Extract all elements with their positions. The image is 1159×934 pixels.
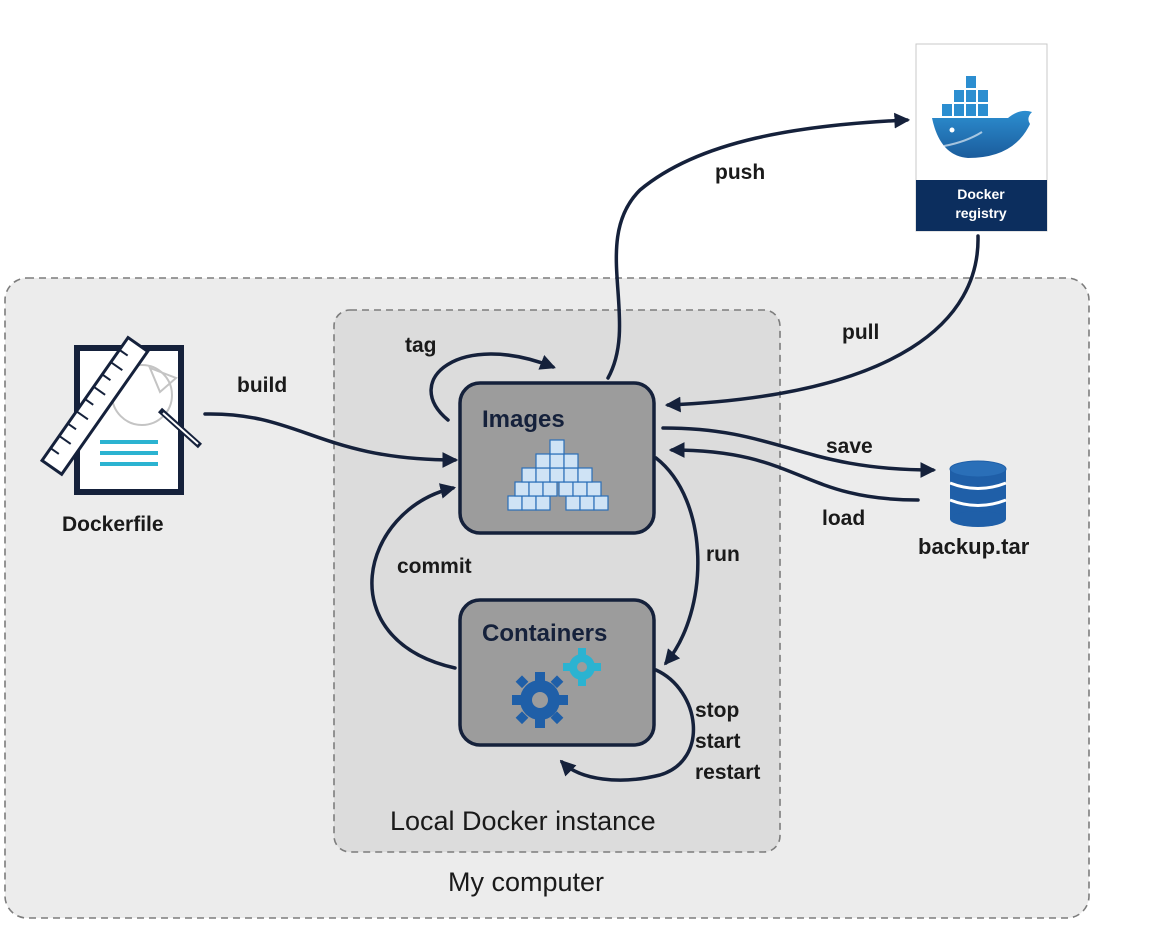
build-label: build [237,374,288,397]
backup-label: backup.tar [918,534,1030,559]
commit-label: commit [397,555,472,578]
local-docker-label: Local Docker instance [390,806,656,836]
start-label: start [695,730,741,753]
local-docker-zone [333,309,781,853]
dockerfile-label: Dockerfile [62,513,164,536]
run-arrow [654,456,700,666]
stop-label: stop [695,699,740,722]
push-label: push [715,161,766,184]
registry-label-line1: Docker [957,186,1005,202]
containers-box[interactable] [458,598,656,747]
save-label: save [826,435,873,458]
images-label: Images [482,406,565,433]
restart-arrow [559,668,696,782]
push-arrow [606,112,911,380]
image-layers-icon [507,439,609,511]
tag-label: tag [405,334,437,357]
save-arrow [661,426,937,478]
load-label: load [822,507,866,530]
pull-label: pull [842,321,880,344]
commit-arrow [370,483,457,670]
pull-arrow [664,234,980,413]
restart-label: restart [695,761,761,784]
my-computer-label: My computer [448,867,605,897]
registry-label-line2: registry [955,205,1007,221]
database-icon [949,460,1007,527]
containers-label: Containers [482,620,608,647]
docker-registry-icon [915,43,1048,232]
whale-icon [932,76,1032,158]
run-label: run [706,543,740,566]
tag-arrow [429,352,556,422]
dockerfile-icon [39,335,203,495]
load-arrow [668,442,920,502]
gears-icon [512,648,601,728]
build-arrow [203,412,459,468]
